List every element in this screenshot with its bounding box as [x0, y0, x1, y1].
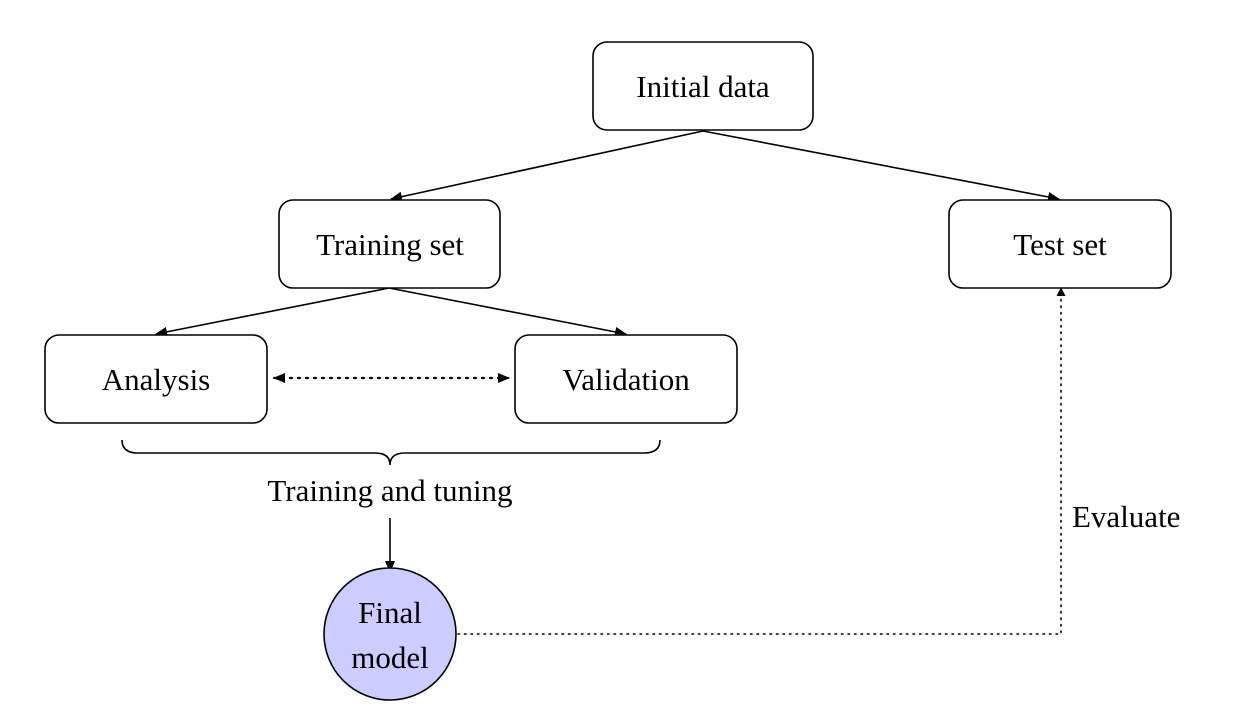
node-test-set-label: Test set: [1013, 227, 1107, 262]
evaluate-label: Evaluate: [1072, 499, 1180, 534]
final-model-label-line1: Final: [358, 595, 422, 630]
node-initial-data-label: Initial data: [636, 69, 770, 104]
training-tuning-brace: [121, 439, 661, 466]
node-training-set: Training set: [278, 199, 501, 289]
node-analysis-label: Analysis: [102, 362, 211, 397]
node-training-set-label: Training set: [316, 227, 464, 262]
node-validation-label: Validation: [562, 362, 690, 397]
edge-initial-to-training: [390, 130, 704, 202]
edge-training-to-validation: [388, 287, 627, 337]
node-test-set: Test set: [948, 199, 1172, 289]
final-model-circle: [323, 567, 457, 701]
edge-training-to-analysis: [155, 287, 390, 337]
node-analysis: Analysis: [44, 334, 268, 424]
edge-final-model-to-test-evaluate: [457, 287, 1066, 635]
training-and-tuning-label: Training and tuning: [267, 473, 512, 508]
node-validation: Validation: [514, 334, 738, 424]
final-model-label-line2: model: [351, 640, 429, 675]
node-initial-data: Initial data: [592, 41, 814, 131]
node-final-model: Final model: [323, 567, 457, 701]
edge-initial-to-test: [702, 130, 1060, 202]
